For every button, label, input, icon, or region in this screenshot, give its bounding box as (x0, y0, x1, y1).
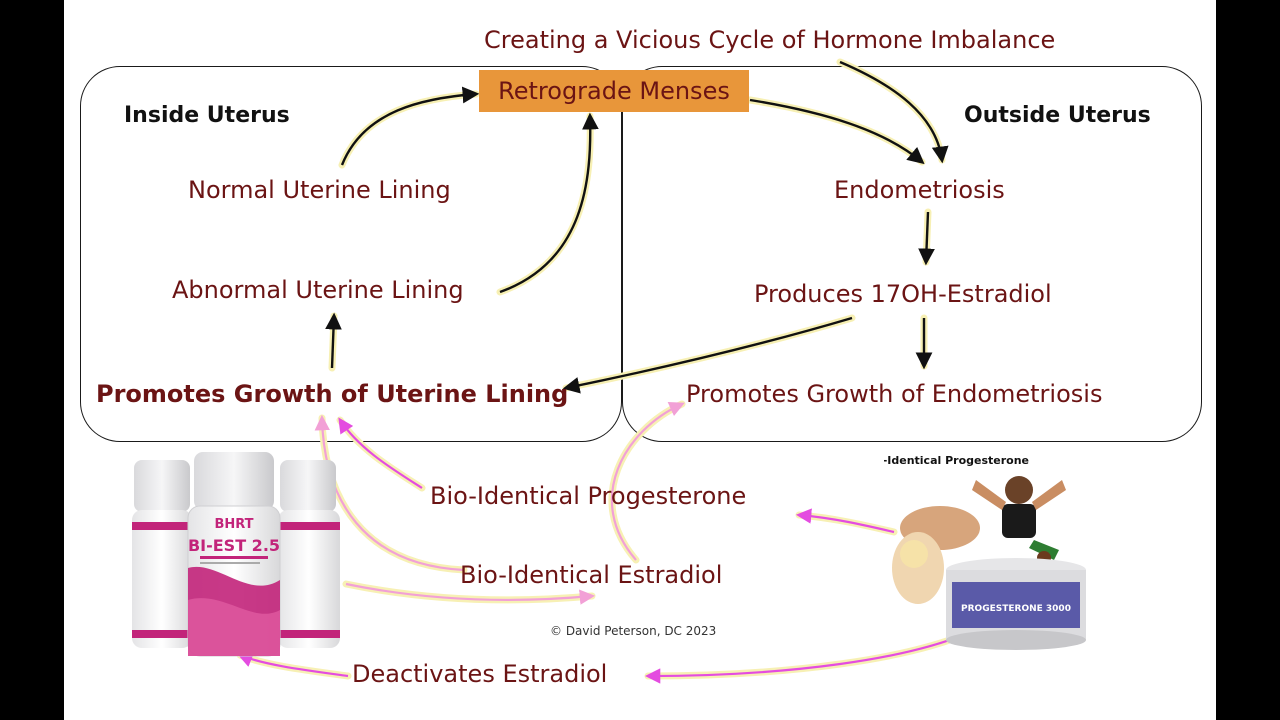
arrow-jar-to-progesterone (795, 508, 895, 534)
copyright-note: © David Peterson, DC 2023 (550, 624, 717, 638)
inside-uterus-label: Inside Uterus (124, 103, 290, 128)
arrow-progesterone-to-uterine-growth (338, 417, 423, 489)
arrow-estradiol-to-uterine-growth (314, 414, 465, 572)
outside-uterus-region (622, 66, 1202, 442)
bi-est-bottles-image: BHRT BI-EST 2.5 (132, 452, 340, 657)
jar-label: PROGESTERONE 3000 (961, 604, 1071, 614)
produces-17oh-estradiol: Produces 17OH-Estradiol (754, 280, 1052, 308)
diagram-canvas: Creating a Vicious Cycle of Hormone Imba… (64, 0, 1216, 720)
progesterone-heading: Bio-Identical Progesterone (884, 454, 1029, 467)
arrow-produces-to-uterine-growth (562, 316, 853, 394)
bi-est-name: BI-EST 2.5 (188, 536, 280, 555)
arrow-normal-to-retrograde (340, 86, 480, 166)
bio-identical-progesterone: Bio-Identical Progesterone (430, 482, 747, 510)
promotes-growth-endometriosis: Promotes Growth of Endometriosis (686, 380, 1103, 408)
arrow-growth-to-abnormal (325, 312, 342, 369)
arrow-deactivates-to-bottle (237, 652, 349, 678)
arrow-endometriosis-to-produces (918, 211, 935, 266)
retrograde-menses-box: Retrograde Menses (479, 70, 749, 112)
diagram-title: Creating a Vicious Cycle of Hormone Imba… (484, 26, 1056, 54)
arrow-estradiol-to-endo-growth (610, 402, 685, 561)
arrows-layer (236, 58, 983, 684)
abnormal-uterine-lining: Abnormal Uterine Lining (172, 276, 464, 304)
inside-uterus-region (80, 66, 622, 442)
arrow-retrograde-to-endometriosis (749, 98, 925, 165)
bhrt-brand: BHRT (214, 517, 253, 532)
arrow-abnormal-to-retrograde (499, 112, 599, 294)
arrow-title-to-endometriosis (839, 60, 949, 164)
arrow-bottle-to-estradiol (345, 582, 596, 605)
normal-uterine-lining: Normal Uterine Lining (188, 176, 451, 204)
outside-uterus-label: Outside Uterus (964, 103, 1151, 128)
promotes-growth-uterine-lining: Promotes Growth of Uterine Lining (96, 380, 569, 408)
deactivates-estradiol: Deactivates Estradiol (352, 660, 608, 688)
bio-identical-estradiol: Bio-Identical Estradiol (460, 561, 723, 589)
progesterone-cream-image: Bio-Identical Progesterone PROGESTERONE … (884, 454, 1086, 650)
retrograde-menses-label: Retrograde Menses (498, 77, 730, 105)
endometriosis-node: Endometriosis (834, 176, 1005, 204)
